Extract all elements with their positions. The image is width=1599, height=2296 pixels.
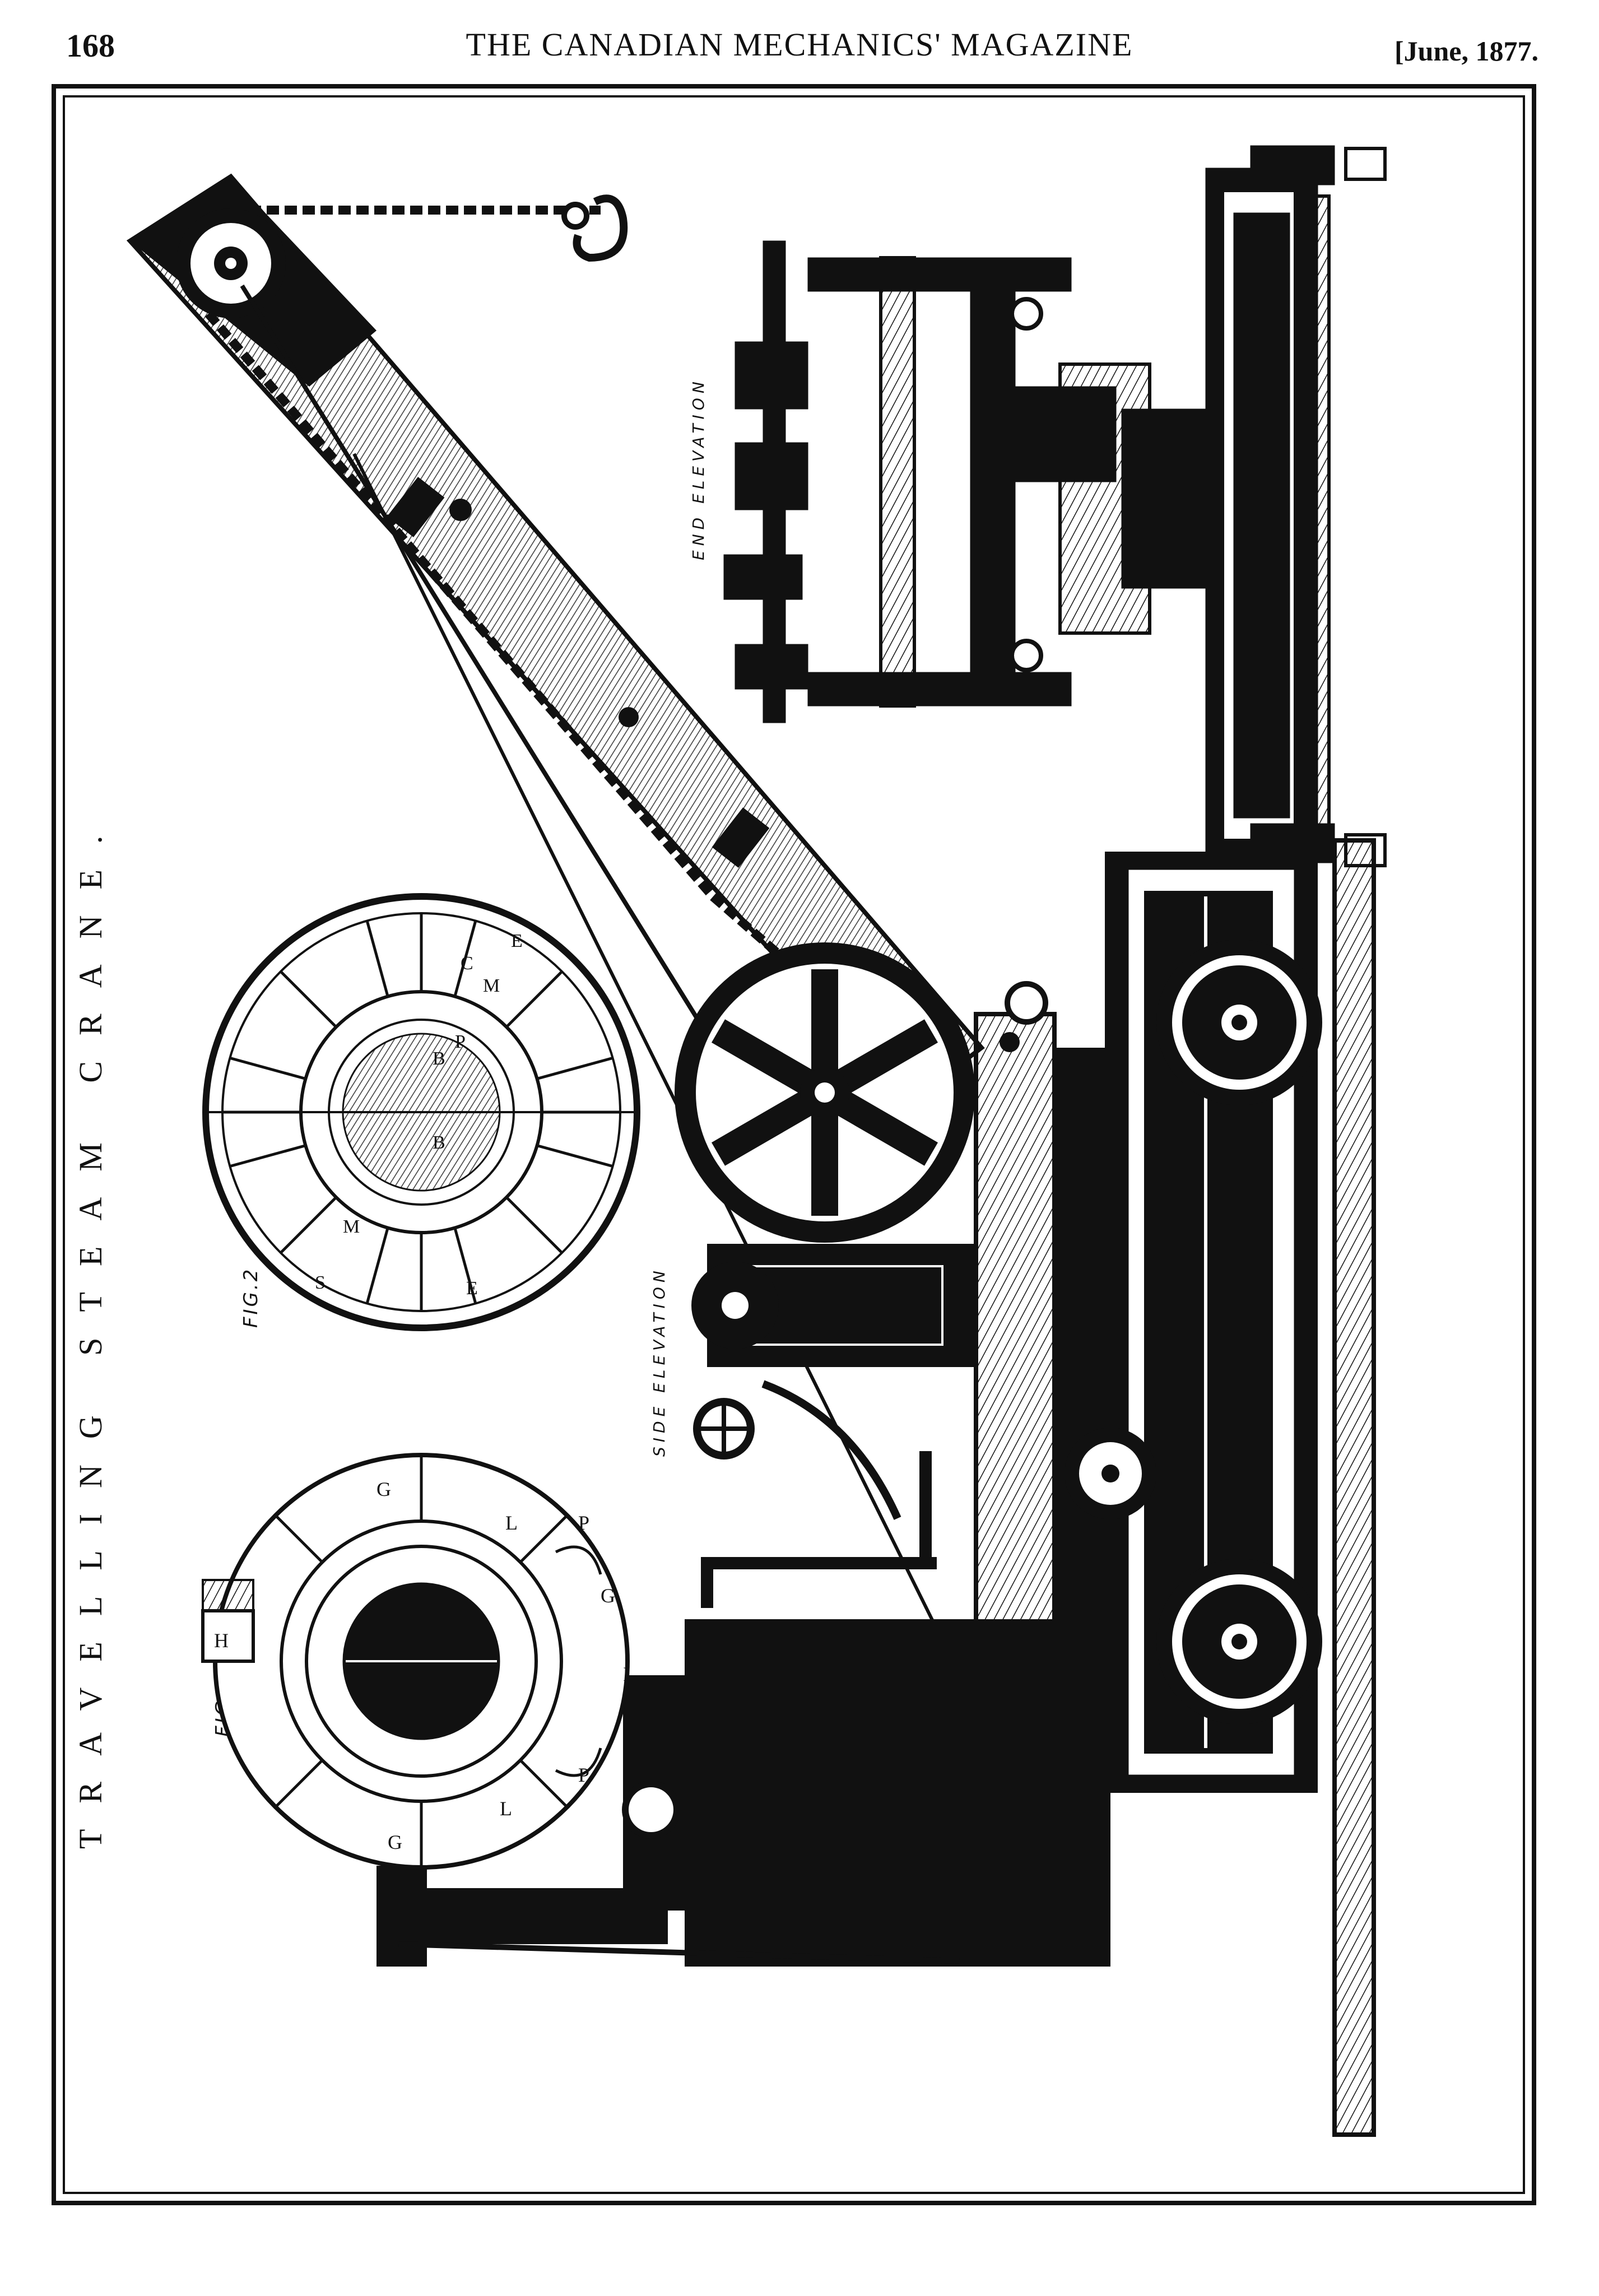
page-header: 168 THE CANADIAN MECHANICS' MAGAZINE [Ju…	[0, 0, 1599, 84]
fig1-letter-l2: L	[500, 1797, 512, 1820]
fig1-letter-g: G	[376, 1478, 391, 1500]
end-elevation-drawing	[723, 145, 1387, 867]
side-elevation-drawing	[126, 173, 1376, 2137]
rail	[1332, 838, 1376, 2137]
fig2-letter-b2: B	[433, 1132, 445, 1153]
plate-frame-inner	[63, 95, 1525, 2194]
fig1-letter-l: L	[505, 1512, 518, 1534]
front-wheel	[1156, 940, 1322, 1105]
fig2-letter-s: S	[315, 1272, 326, 1293]
fig2-letter-m2: M	[343, 1216, 360, 1237]
fig1-letter-i: I	[623, 1663, 630, 1685]
fig1-letter-p: P	[578, 1512, 589, 1534]
fig1-letters: H G L P G L P I G	[214, 1478, 630, 1853]
steam-crane-engraving: E M B B M E S C P H G L P G	[126, 145, 1387, 2137]
main-gear-wheel	[675, 942, 975, 1243]
fig2-letter-m: M	[483, 975, 500, 996]
magazine-title: THE CANADIAN MECHANICS' MAGAZINE	[466, 26, 1133, 63]
fig2-letter-e2: E	[466, 1278, 478, 1299]
lifting-hook	[573, 194, 628, 262]
fig1-letter-g3: G	[388, 1831, 402, 1853]
chimney	[410, 1888, 668, 1944]
issue-date: [June, 1877.	[1395, 35, 1538, 67]
page-number: 168	[66, 27, 115, 64]
steam-pipe	[701, 1557, 937, 1608]
fig2-letter-p: P	[455, 1031, 466, 1052]
fig1-letter-p2: P	[578, 1764, 589, 1786]
jib-sheave	[176, 208, 286, 318]
fig2-letter-c: C	[461, 953, 473, 974]
plate-frame-outer	[52, 84, 1536, 2205]
fig1-drawing	[201, 1453, 630, 1870]
fig1-letter-g2: G	[601, 1584, 615, 1607]
fig1-letter-h: H	[214, 1629, 229, 1652]
fig2-letter-b: B	[433, 1048, 445, 1069]
fig2-letters: E M B B M E S C P	[315, 931, 523, 1299]
rear-wheel	[1156, 1559, 1322, 1725]
fig2-letter-e: E	[511, 931, 523, 951]
fig2-drawing	[202, 893, 640, 1331]
